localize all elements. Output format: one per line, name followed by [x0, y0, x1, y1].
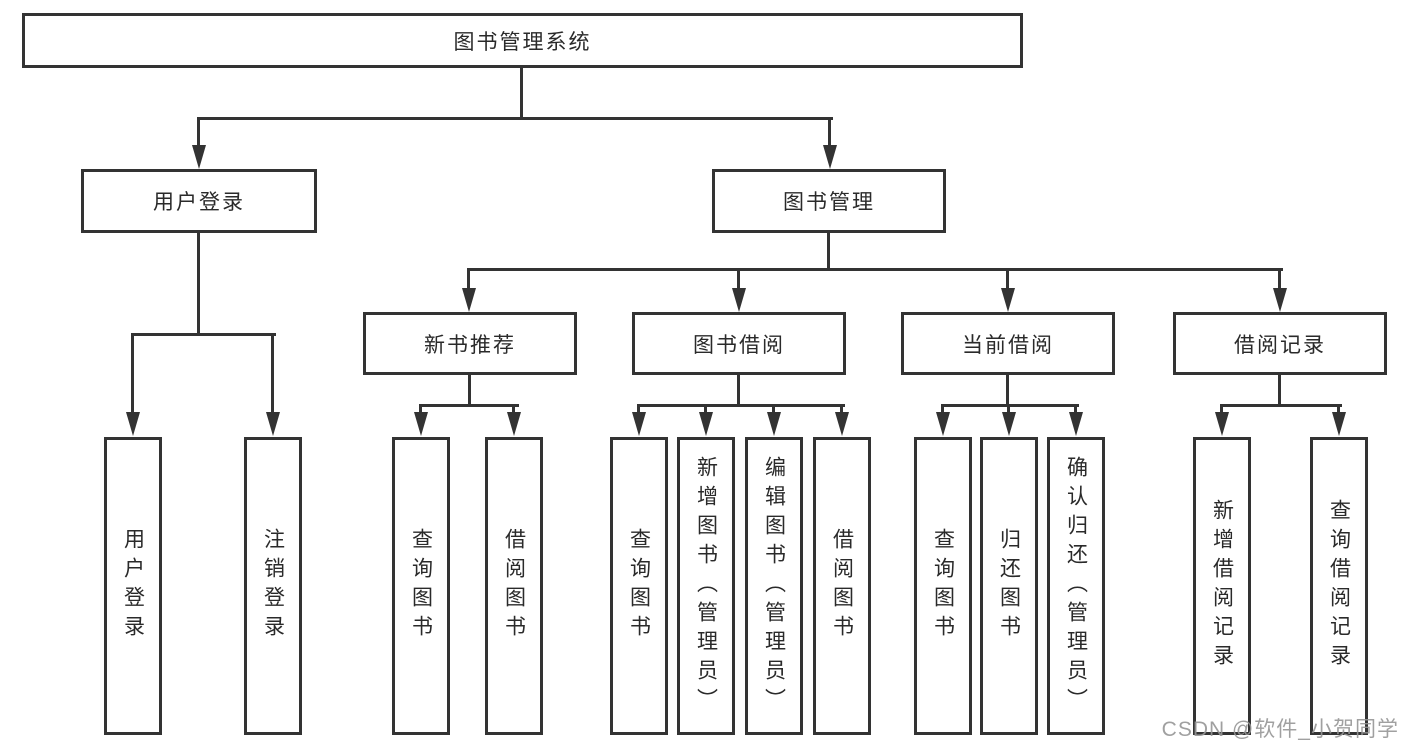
connector-line	[467, 268, 470, 292]
node-label: 编辑图书（管理员）	[762, 455, 786, 717]
connector-line	[419, 404, 519, 407]
node-user-login-branch: 用户登录	[81, 169, 317, 233]
arrow-down-icon	[767, 412, 781, 436]
connector-line	[131, 333, 276, 336]
connector-line	[637, 404, 845, 407]
connector-line	[828, 117, 831, 149]
node-label: 借阅图书	[830, 528, 854, 644]
node-query-borrow-record: 查询借阅记录	[1310, 437, 1368, 735]
connector-line	[197, 117, 200, 149]
node-label: 用户登录	[121, 528, 145, 644]
connector-line	[1220, 404, 1342, 407]
arrow-down-icon	[1332, 412, 1346, 436]
connector-line	[1337, 404, 1340, 415]
arrow-down-icon	[1215, 412, 1229, 436]
connector-line	[827, 233, 830, 270]
connector-line	[1278, 268, 1281, 292]
node-edit-book-admin: 编辑图书（管理员）	[745, 437, 803, 735]
connector-line	[1006, 375, 1009, 407]
connector-line	[840, 404, 843, 415]
connector-line	[197, 233, 200, 335]
node-label: 新增借阅记录	[1210, 499, 1234, 673]
node-label: 查询图书	[409, 528, 433, 644]
connector-line	[419, 404, 422, 415]
node-query-book-current: 查询图书	[914, 437, 972, 735]
arrow-down-icon	[835, 412, 849, 436]
node-label: 归还图书	[997, 528, 1021, 644]
node-logout: 注销登录	[244, 437, 302, 735]
node-label: 查询借阅记录	[1327, 499, 1351, 673]
connector-line	[941, 404, 1079, 407]
connector-line	[704, 404, 707, 415]
arrow-down-icon	[126, 412, 140, 436]
node-label: 注销登录	[261, 528, 285, 644]
arrow-down-icon	[732, 288, 746, 312]
connector-line	[512, 404, 515, 415]
node-current-borrow: 当前借阅	[901, 312, 1115, 375]
connector-line	[468, 375, 471, 407]
arrow-down-icon	[1273, 288, 1287, 312]
connector-line	[467, 268, 1283, 271]
arrow-down-icon	[936, 412, 950, 436]
arrow-down-icon	[462, 288, 476, 312]
connector-line	[737, 375, 740, 407]
node-add-book-admin: 新增图书（管理员）	[677, 437, 735, 735]
node-label: 查询图书	[931, 528, 955, 644]
node-borrow-book-recommend: 借阅图书	[485, 437, 543, 735]
arrow-down-icon	[266, 412, 280, 436]
connector-line	[197, 117, 833, 120]
arrow-down-icon	[632, 412, 646, 436]
node-book-borrow: 图书借阅	[632, 312, 846, 375]
connector-line	[772, 404, 775, 415]
node-borrow-book: 借阅图书	[813, 437, 871, 735]
arrow-down-icon	[192, 145, 206, 169]
node-label: 新增图书（管理员）	[694, 455, 718, 717]
connector-line	[271, 333, 274, 415]
connector-line	[1006, 268, 1009, 292]
connector-line	[737, 268, 740, 292]
node-label: 查询图书	[627, 528, 651, 644]
watermark: CSDN @软件_小贺同学	[1161, 718, 1399, 741]
arrow-down-icon	[1002, 412, 1016, 436]
node-user-login: 用户登录	[104, 437, 162, 735]
node-query-book-borrow: 查询图书	[610, 437, 668, 735]
node-query-book-recommend: 查询图书	[392, 437, 450, 735]
node-label: 借阅图书	[502, 528, 526, 644]
connector-line	[131, 333, 134, 415]
node-return-book: 归还图书	[980, 437, 1038, 735]
arrow-down-icon	[1069, 412, 1083, 436]
node-root: 图书管理系统	[22, 13, 1023, 68]
arrow-down-icon	[414, 412, 428, 436]
connector-line	[1007, 404, 1010, 415]
connector-line	[1278, 375, 1281, 407]
node-add-borrow-record: 新增借阅记录	[1193, 437, 1251, 735]
node-confirm-return-admin: 确认归还（管理员）	[1047, 437, 1105, 735]
connector-line	[637, 404, 640, 415]
connector-line	[1220, 404, 1223, 415]
connector-line	[520, 68, 523, 118]
arrow-down-icon	[823, 145, 837, 169]
connector-line	[1074, 404, 1077, 415]
arrow-down-icon	[1001, 288, 1015, 312]
node-borrow-record: 借阅记录	[1173, 312, 1387, 375]
arrow-down-icon	[507, 412, 521, 436]
node-new-book-recommend: 新书推荐	[363, 312, 577, 375]
node-label: 确认归还（管理员）	[1064, 455, 1088, 717]
node-book-management: 图书管理	[712, 169, 946, 233]
arrow-down-icon	[699, 412, 713, 436]
connector-line	[941, 404, 944, 415]
